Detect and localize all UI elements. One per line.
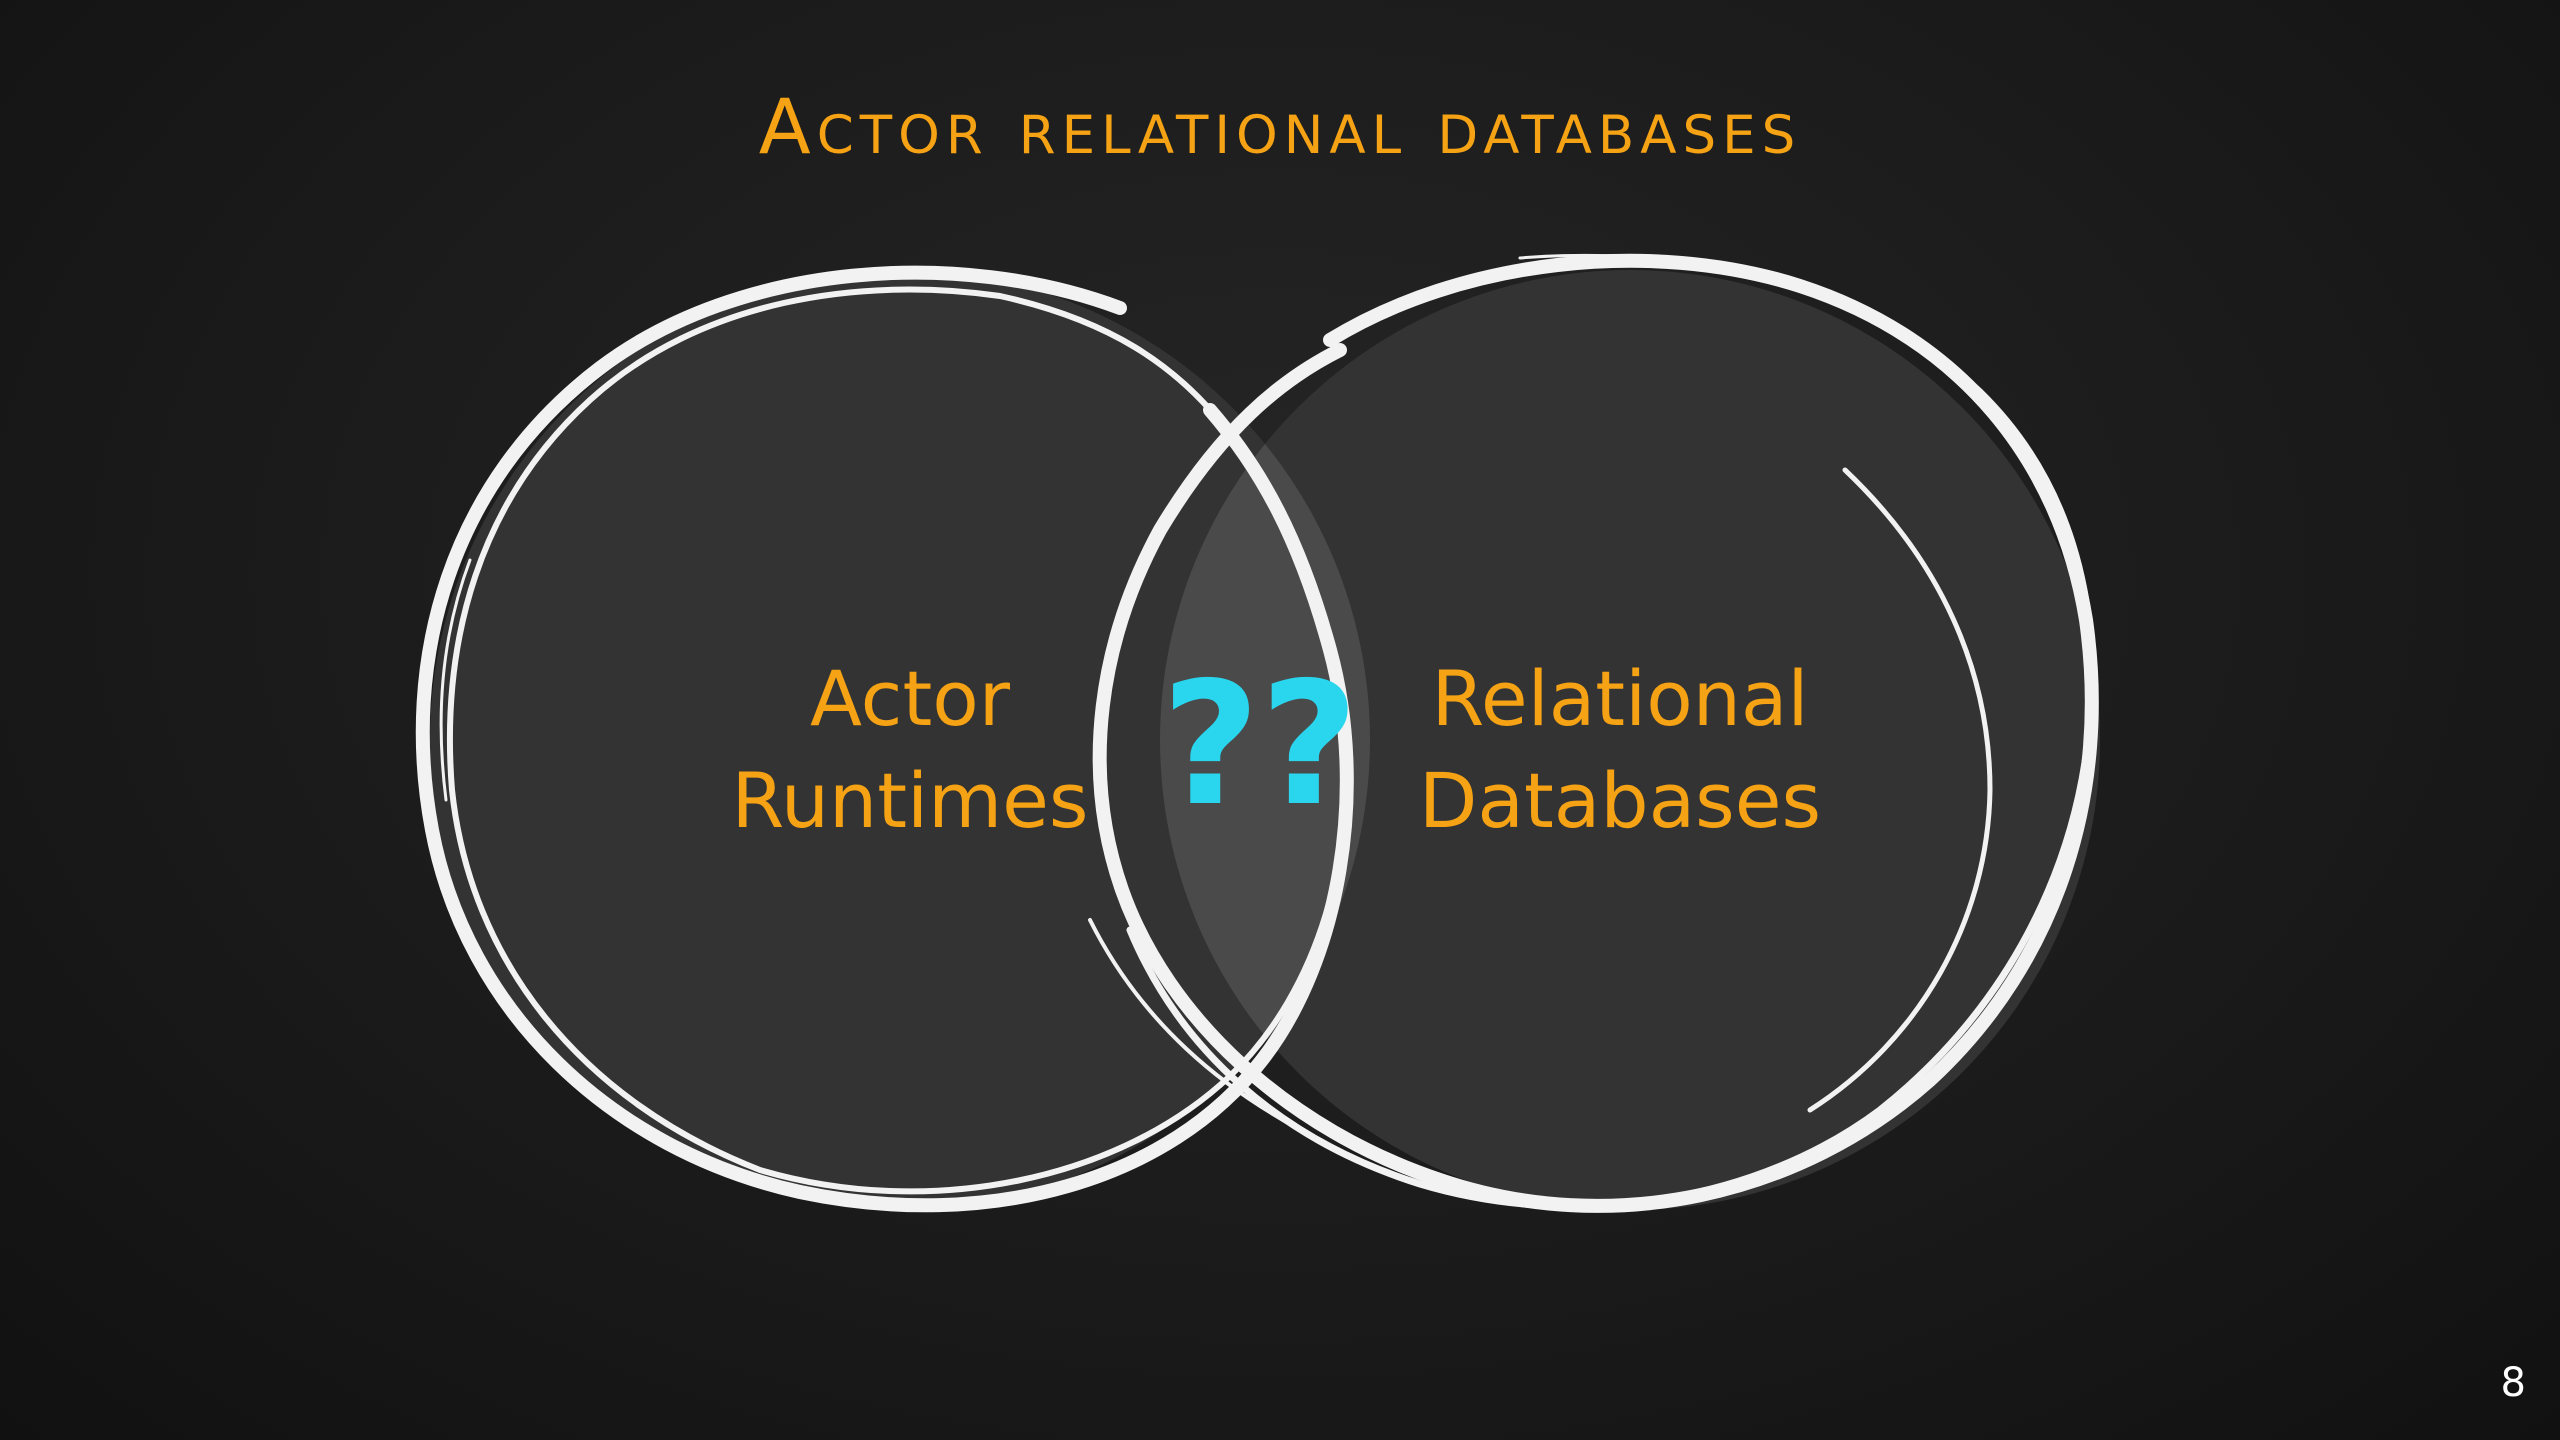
right-circle-outline (1088, 253, 2099, 1213)
right-circle-fill (1160, 270, 2100, 1210)
relational-databases-label: Relational Databases (1418, 654, 1822, 845)
intersection-label: ?? (1161, 646, 1359, 844)
slide-title: Actor relational databases (758, 82, 1802, 171)
left-circle-fill (430, 270, 1370, 1210)
page-number: 8 (2500, 1360, 2526, 1406)
actor-runtimes-label: Actor Runtimes (731, 654, 1089, 845)
